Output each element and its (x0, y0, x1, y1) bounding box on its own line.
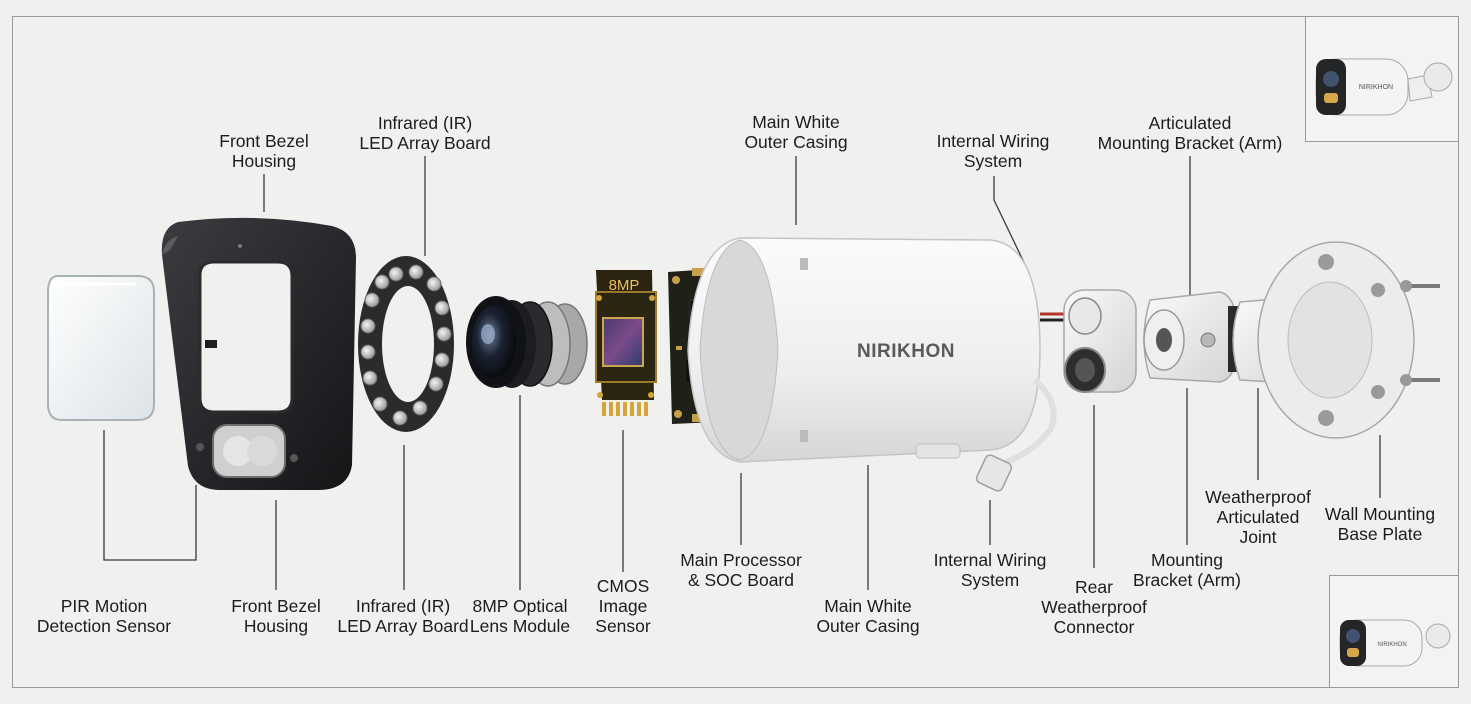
casing-brand-logo: NIRIKHON (857, 341, 955, 362)
mounting-bracket-arm (1143, 291, 1239, 383)
inset-brand-bottom: NIRIKHON (1377, 642, 1406, 648)
pir-sensor-glass (47, 275, 155, 421)
inset-assembled-view-bottom: NIRIKHON (1329, 575, 1459, 688)
front-bezel-housing (161, 217, 356, 491)
wall-mounting-base-plate (1257, 241, 1440, 439)
main-white-outer-casing (687, 237, 1041, 463)
chip-label-8mp: 8MP (609, 277, 640, 294)
wiring-plug (975, 454, 1013, 492)
assembled-camera-thumbnail-top: NIRIKHON (1315, 58, 1453, 116)
diagram-frame (12, 16, 1459, 688)
rear-weatherproof-connector (1063, 289, 1137, 393)
label-ir-led-array-board-bottom: Infrared (IR)LED Array Board (337, 596, 469, 636)
leader-lines (103, 156, 1381, 590)
ir-led-array-board (358, 256, 454, 432)
assembled-camera-thumbnail-bottom: NIRIKHON (1339, 619, 1451, 667)
label-main-processor-soc-board: Main Processor& SOC Board (680, 550, 802, 590)
inset-brand-top: NIRIKHON (1359, 84, 1393, 91)
cmos-sensor-board (595, 270, 657, 416)
label-ir-led-array-board-top: Infrared (IR)LED Array Board (359, 113, 491, 153)
lens-module (466, 296, 588, 388)
inset-assembled-view-top: NIRIKHON (1305, 16, 1459, 142)
